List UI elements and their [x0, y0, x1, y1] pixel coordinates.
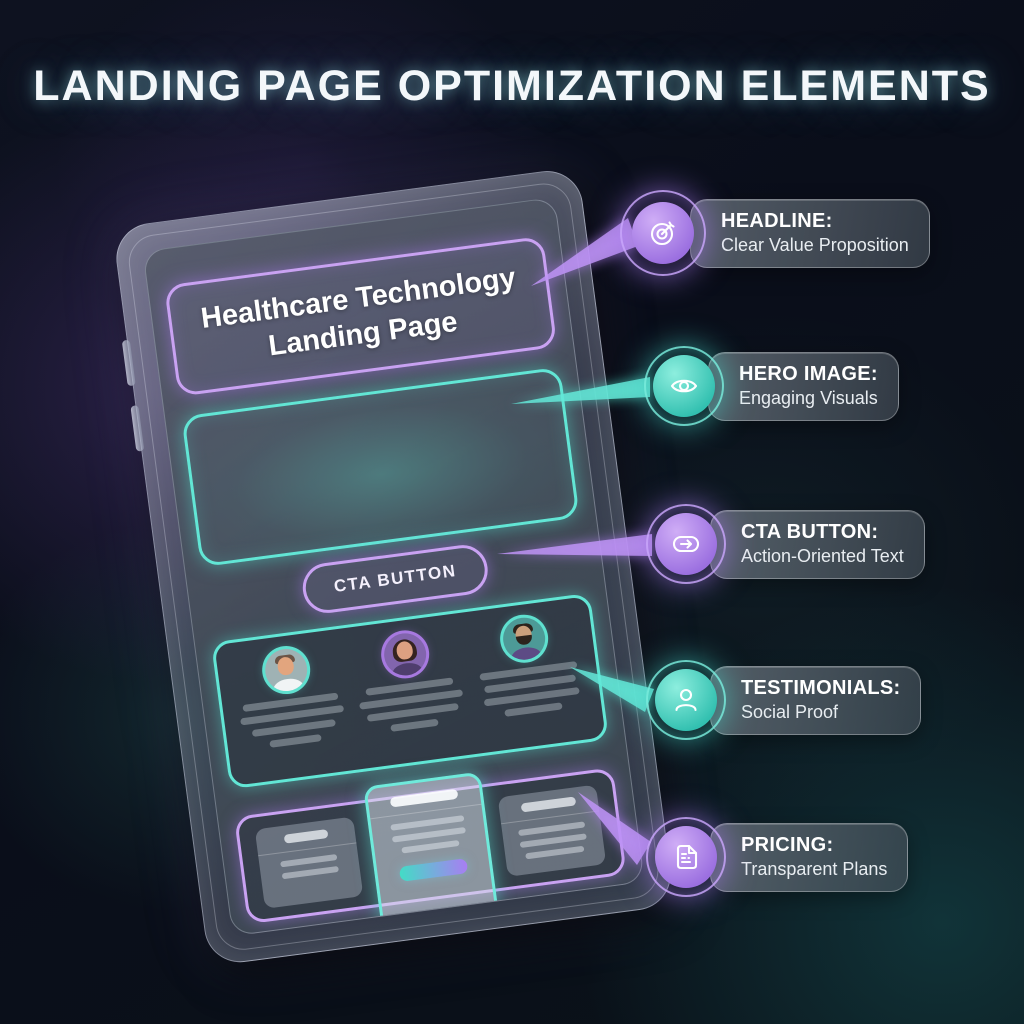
landing-headline-text: Healthcare Technology Landing Page: [199, 261, 518, 363]
callout-subtitle: Engaging Visuals: [739, 387, 878, 408]
landing-headline-box: Healthcare Technology Landing Page: [163, 235, 558, 397]
callout-title: CTA BUTTON:: [741, 520, 879, 543]
testimonial-text-lines: [357, 676, 466, 735]
plan-select-button[interactable]: [398, 858, 469, 882]
testimonial-text-lines: [476, 661, 585, 720]
callout-hero-image: HERO IMAGE: Engaging Visuals: [644, 346, 899, 426]
testimonial-item: [232, 642, 350, 771]
callout-label-pill: HERO IMAGE: Engaging Visuals: [708, 351, 899, 421]
callout-testimonials: TESTIMONIALS: Social Proof: [646, 660, 922, 740]
person-icon: [675, 688, 697, 712]
tablet-screen: Healthcare Technology Landing Page CTA B…: [142, 196, 645, 937]
callout-title: PRICING:: [741, 833, 834, 856]
bearded-man-avatar: [500, 615, 548, 663]
pricing-card: [254, 816, 364, 909]
callout-subtitle: Social Proof: [741, 701, 839, 722]
cta-button[interactable]: CTA BUTTON: [299, 542, 491, 616]
tablet-side-button: [130, 405, 145, 452]
target-icon: [650, 221, 675, 246]
tablet-side-button: [121, 339, 136, 387]
callout-subtitle: Action-Oriented Text: [741, 545, 904, 566]
pricing-section: [233, 767, 627, 930]
plan-name-placeholder: [389, 788, 459, 808]
testimonials-section: [210, 592, 610, 790]
callout-title: HERO IMAGE:: [739, 362, 878, 385]
pricing-card: [497, 784, 607, 877]
callout-label-pill: TESTIMONIALS: Social Proof: [710, 665, 922, 735]
plan-name-placeholder: [283, 829, 329, 844]
testimonial-text-lines: [238, 692, 347, 751]
hero-image-placeholder: [181, 366, 580, 568]
testimonial-item: [351, 627, 469, 756]
callout-headline: HEADLINE: Clear Value Proposition: [620, 190, 930, 276]
callout-title: TESTIMONIALS:: [741, 676, 901, 699]
eye-icon: [670, 379, 698, 393]
callout-label-pill: CTA BUTTON: Action-Oriented Text: [710, 509, 925, 579]
man-avatar: [262, 646, 310, 694]
pricing-card-featured: [363, 771, 499, 930]
plan-name-placeholder: [520, 796, 577, 813]
cta-icon-badge: [646, 504, 726, 584]
callout-label-pill: HEADLINE: Clear Value Proposition: [690, 198, 930, 268]
hero-icon-badge: [644, 346, 724, 426]
testimonial-item: [470, 611, 588, 740]
arrow-button-icon: [672, 535, 700, 553]
document-icon: [676, 844, 698, 870]
headline-icon-badge: [620, 190, 706, 276]
woman-avatar: [381, 630, 429, 678]
callout-pricing: PRICING: Transparent Plans: [646, 817, 909, 897]
callout-subtitle: Transparent Plans: [741, 858, 888, 879]
callout-label-pill: PRICING: Transparent Plans: [710, 822, 909, 892]
callout-title: HEADLINE:: [721, 209, 833, 232]
callout-subtitle: Clear Value Proposition: [721, 234, 909, 255]
callout-cta-button: CTA BUTTON: Action-Oriented Text: [646, 504, 925, 584]
cta-button-label: CTA BUTTON: [332, 561, 458, 597]
tablet-mockup: Healthcare Technology Landing Page CTA B…: [112, 166, 676, 967]
testimonials-icon-badge: [646, 660, 726, 740]
pricing-icon-badge: [646, 817, 726, 897]
page-title: LANDING PAGE OPTIMIZATION ELEMENTS: [33, 62, 991, 110]
